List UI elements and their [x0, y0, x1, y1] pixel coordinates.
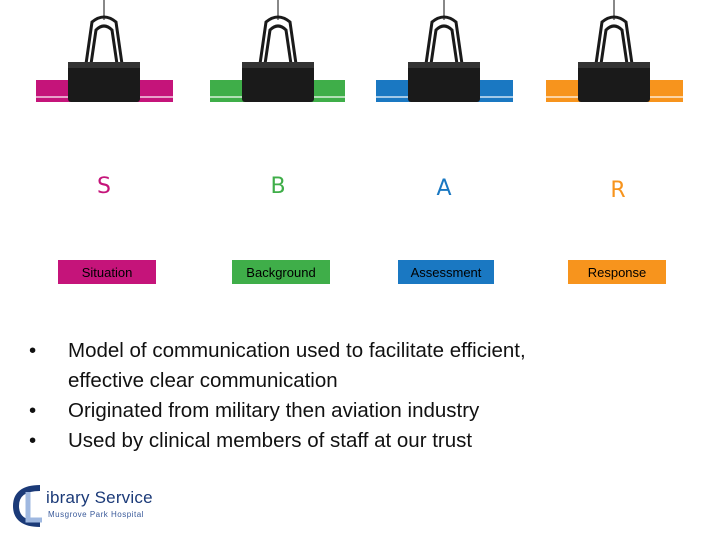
bullet-item: • Used by clinical members of staff at o… — [22, 426, 662, 456]
label-situation: Situation — [58, 260, 156, 284]
logo-subtitle: Musgrove Park Hospital — [48, 510, 144, 519]
bullet-text: Used by clinical members of staff at our… — [68, 429, 473, 452]
bullet-text: effective clear communication — [68, 369, 338, 392]
logo-title: ibrary Service — [46, 488, 153, 507]
label-assessment: Assessment — [398, 260, 494, 284]
letter-situation: S — [97, 174, 111, 199]
bullet-item: • Originated from military then aviation… — [22, 396, 662, 426]
bullet-marker: • — [29, 399, 37, 422]
clip-situation — [36, 0, 176, 112]
bullet-list: • Model of communication used to facilit… — [22, 336, 662, 456]
label-response: Response — [568, 260, 666, 284]
label-background: Background — [232, 260, 330, 284]
bullet-item: • Model of communication used to facilit… — [22, 336, 662, 366]
library-service-logo: ibrary Service Musgrove Park Hospital — [10, 484, 180, 528]
clip-background — [210, 0, 350, 112]
library-logo-icon — [12, 485, 42, 527]
bullet-item-continuation: effective clear communication — [22, 366, 662, 396]
bullet-marker: • — [29, 429, 37, 452]
letter-response: R — [610, 178, 626, 203]
clip-assessment — [376, 0, 516, 112]
letter-background: B — [270, 174, 286, 199]
bullet-text: Originated from military then aviation i… — [68, 399, 480, 422]
letter-assessment: A — [436, 176, 452, 201]
bullet-marker: • — [29, 339, 37, 362]
clip-response — [546, 0, 686, 112]
bullet-text: Model of communication used to facilitat… — [68, 339, 526, 362]
